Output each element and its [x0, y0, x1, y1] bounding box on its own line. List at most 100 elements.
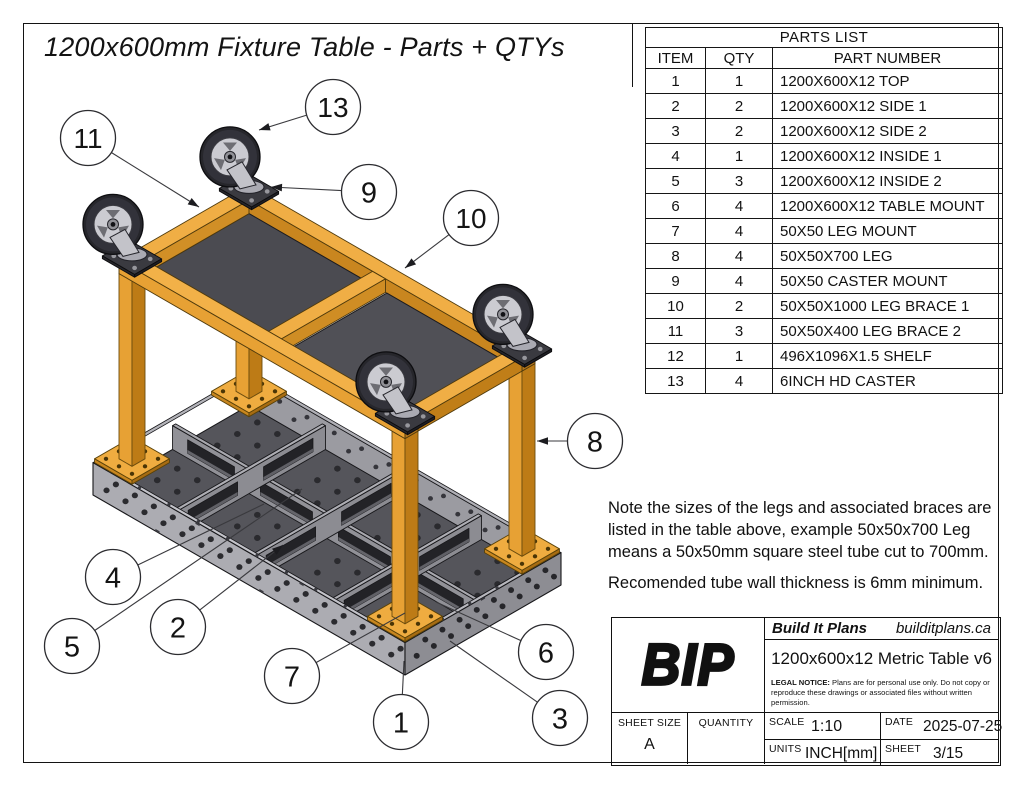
- part-item: 10: [645, 293, 706, 319]
- units-cell: UNITS INCH[mm]: [765, 739, 880, 765]
- part-number: 1200X600X12 INSIDE 2: [772, 168, 1003, 194]
- company-name: Build It Plans: [772, 620, 868, 637]
- part-qty: 2: [705, 93, 773, 119]
- part-qty: 4: [705, 193, 773, 219]
- part-qty: 1: [705, 68, 773, 94]
- title-block-bottom-row: SHEET SIZE A QUANTITY SCALE 1:10 DATE 20…: [612, 712, 1003, 765]
- callout-balloon-2: [149, 598, 207, 656]
- brand-row: Build It Plans builditplans.ca: [765, 618, 998, 640]
- col-header-item: ITEM: [645, 47, 706, 69]
- website: builditplans.ca: [895, 620, 991, 637]
- part-number: 496X1096X1.5 SHELF: [772, 343, 1003, 369]
- svg-text:1: 1: [393, 707, 409, 739]
- part-item: 9: [645, 268, 706, 294]
- part-number: 1200X600X12 SIDE 1: [772, 93, 1003, 119]
- part-number: 6INCH HD CASTER: [772, 368, 1003, 394]
- callout-balloon-10: [442, 189, 500, 247]
- part-qty: 4: [705, 218, 773, 244]
- date-value: 2025-07-25: [923, 718, 1003, 735]
- part-qty: 4: [705, 368, 773, 394]
- fixture-table-drawing: [82, 126, 562, 676]
- svg-text:4: 4: [105, 562, 121, 594]
- part-item: 4: [645, 143, 706, 169]
- note-paragraph-1: Note the sizes of the legs and associate…: [608, 499, 992, 561]
- part-number: 1200X600X12 INSIDE 1: [772, 143, 1003, 169]
- part-item: 7: [645, 218, 706, 244]
- callout-balloon-13: [304, 78, 362, 136]
- caster: [472, 283, 553, 368]
- svg-text:5: 5: [64, 631, 80, 663]
- callout-balloon-6: [517, 623, 575, 681]
- part-item: 3: [645, 118, 706, 144]
- callout-balloon-3: [531, 689, 589, 747]
- part-number: 1200X600X12 TOP: [772, 68, 1003, 94]
- callout-balloon-4: [84, 548, 142, 606]
- units-value: INCH[mm]: [805, 745, 878, 762]
- part-qty: 2: [705, 293, 773, 319]
- part-number: 50X50 CASTER MOUNT: [772, 268, 1003, 294]
- caster: [199, 126, 280, 211]
- document-title-cell: 1200x600x12 Metric Table v6 LEGAL NOTICE…: [765, 640, 998, 712]
- note-paragraph-2: Recomended tube wall thickness is 6mm mi…: [608, 574, 984, 593]
- document-title: 1200x600x12 Metric Table v6: [771, 649, 992, 668]
- part-item: 8: [645, 243, 706, 269]
- part-qty: 1: [705, 343, 773, 369]
- caster: [82, 193, 163, 278]
- sheet-number-value: 3/15: [933, 745, 964, 762]
- part-item: 6: [645, 193, 706, 219]
- svg-text:9: 9: [361, 177, 377, 209]
- part-qty: 3: [705, 168, 773, 194]
- col-header-part-number: PART NUMBER: [772, 47, 1003, 69]
- part-item: 11: [645, 318, 706, 344]
- callout-balloon-7: [263, 647, 321, 705]
- part-item: 13: [645, 368, 706, 394]
- sheet-number-cell: SHEET 3/15: [880, 739, 999, 765]
- date-cell: DATE 2025-07-25: [880, 713, 1003, 739]
- parts-list-title: PARTS LIST: [645, 27, 1003, 48]
- part-qty: 1: [705, 143, 773, 169]
- legal-notice: LEGAL NOTICE: Plans are for personal use…: [771, 678, 990, 708]
- part-qty: 4: [705, 243, 773, 269]
- part-number: 1200X600X12 TABLE MOUNT: [772, 193, 1003, 219]
- sheet-size-value: A: [644, 736, 655, 753]
- part-item: 5: [645, 168, 706, 194]
- part-number: 50X50X400 LEG BRACE 2: [772, 318, 1003, 344]
- notes-block: Note the sizes of the legs and associate…: [608, 498, 1014, 605]
- svg-text:10: 10: [455, 203, 486, 234]
- callout-balloon-5: [43, 617, 101, 675]
- svg-text:11: 11: [73, 123, 102, 154]
- part-qty: 2: [705, 118, 773, 144]
- svg-text:3: 3: [552, 703, 568, 735]
- scale-value: 1:10: [811, 718, 843, 735]
- callout-balloon-9: [340, 163, 398, 221]
- title-block: BIP Build It Plans builditplans.ca 1200x…: [611, 617, 1003, 766]
- bip-logo: BIP: [612, 618, 765, 712]
- svg-text:13: 13: [317, 92, 348, 123]
- part-number: 1200X600X12 SIDE 2: [772, 118, 1003, 144]
- sheet-title: 1200x600mm Fixture Table - Parts + QTYs: [44, 32, 565, 62]
- part-number: 50X50X1000 LEG BRACE 1: [772, 293, 1003, 319]
- quantity-cell: QUANTITY: [688, 713, 765, 764]
- callout-balloon-11: [59, 109, 117, 167]
- part-number: 50X50 LEG MOUNT: [772, 218, 1003, 244]
- part-qty: 4: [705, 268, 773, 294]
- svg-text:8: 8: [587, 426, 603, 458]
- svg-text:7: 7: [284, 661, 300, 693]
- part-qty: 3: [705, 318, 773, 344]
- col-header-qty: QTY: [705, 47, 773, 69]
- scale-cell: SCALE 1:10: [769, 716, 843, 735]
